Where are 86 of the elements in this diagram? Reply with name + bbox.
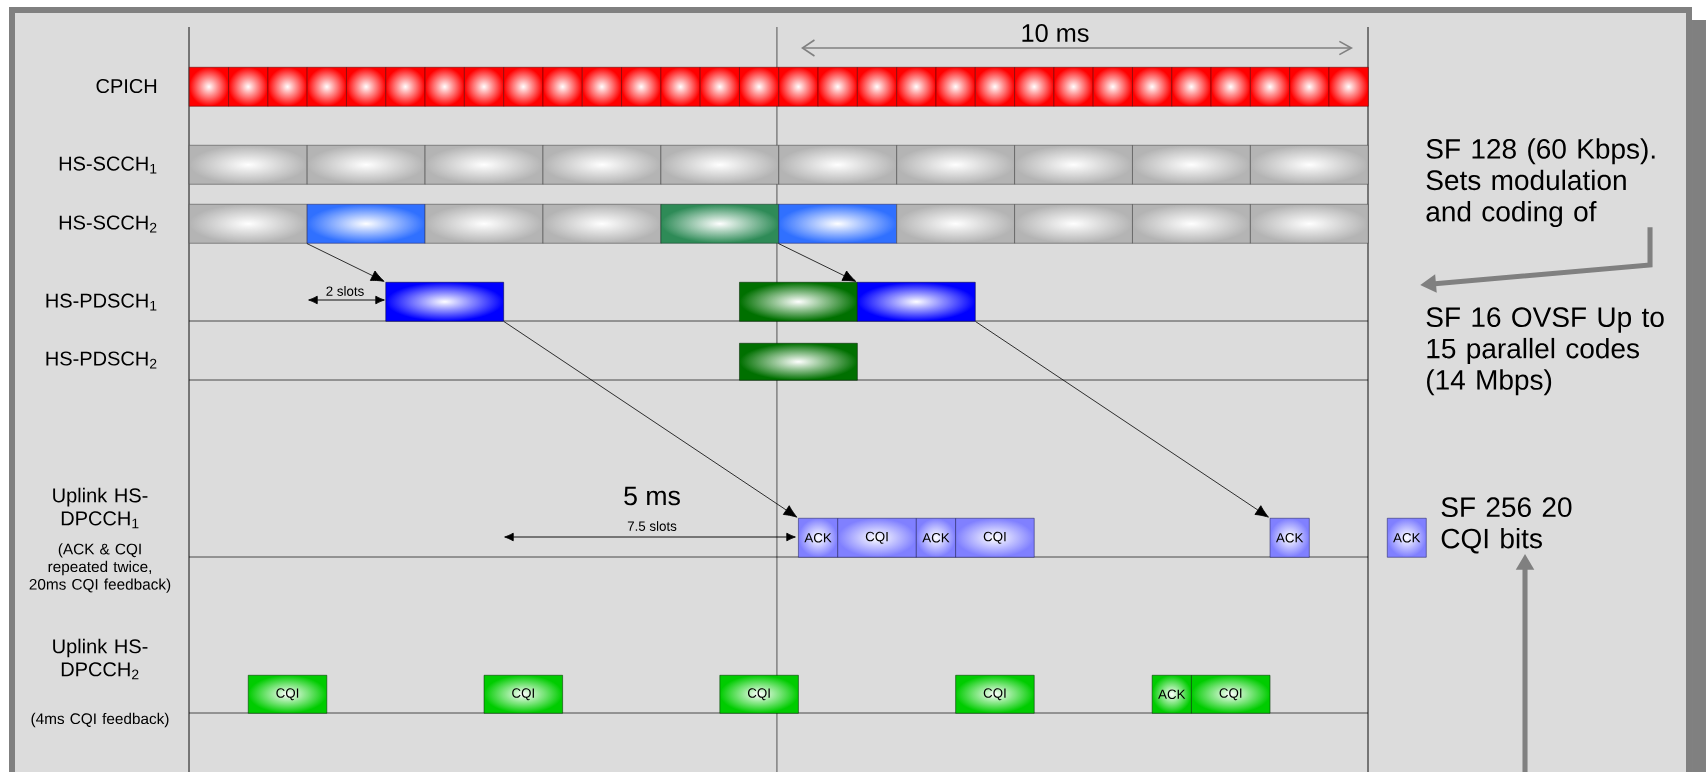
pilot-slot (817, 67, 858, 107)
annotation-text: SF 16 OVSF Up to 15 parallel codes (14 Mbps) (1426, 307, 1664, 396)
channel-label: HS-PDSCH$_{2}$ (46, 351, 157, 369)
control-subframe (660, 204, 780, 244)
pilot-slot (857, 67, 897, 107)
arrow (306, 243, 385, 282)
pilot-slot (346, 67, 387, 107)
feedback-box: ACK (798, 518, 838, 558)
annotation-text: SF 128 (60 Kbps). Sets modulation and coding of (1426, 138, 1655, 228)
pilot-slot (503, 67, 544, 107)
data-subframe (739, 343, 858, 381)
pilot-slot (896, 67, 937, 107)
pilot-slot (464, 67, 504, 107)
dimension-label: 7.5 slots (627, 521, 677, 531)
channel-note: (4ms CQI feedback) (31, 712, 169, 728)
control-subframe (189, 145, 308, 185)
control-subframe (1014, 204, 1133, 244)
feedback-box: CQI (719, 675, 799, 714)
pilot-slot (1289, 67, 1330, 107)
control-subframe (1132, 204, 1251, 244)
pilot-slot (267, 67, 308, 107)
pilot-slot (1210, 67, 1251, 107)
pilot-slot (975, 67, 1015, 107)
feedback-box: CQI (247, 675, 328, 714)
feedback-box: CQI (837, 518, 917, 558)
control-subframe (306, 204, 426, 244)
control-subframe (778, 145, 897, 185)
control-subframe (1250, 204, 1369, 244)
data-subframe (857, 282, 976, 322)
pilot-slot (739, 67, 780, 107)
pilot-slot (1328, 67, 1369, 107)
control-subframe (424, 204, 544, 244)
control-subframe (660, 145, 780, 185)
feedback-box: ACK (1151, 675, 1192, 714)
pilot-slot (1171, 67, 1212, 107)
pilot-slot (306, 67, 347, 107)
control-subframe (1014, 145, 1133, 185)
feedback-box: CQI (955, 518, 1035, 558)
pilot-slot (228, 67, 269, 107)
feedback-box: ACK (916, 518, 956, 558)
control-subframe (542, 145, 662, 185)
channel-label: Uplink HS-DPCCH$_{1}$ (53, 487, 148, 529)
channel-note: (ACK & CQI repeated twice, 20ms CQI feedback) (29, 543, 171, 593)
feedback-box: CQI (955, 675, 1035, 714)
control-subframe (1250, 145, 1369, 185)
channel-label: HS-PDSCH$_{1}$ (46, 293, 157, 311)
arrow (503, 321, 798, 518)
dimension-label: 10 ms (1022, 24, 1089, 42)
pilot-slot (1092, 67, 1133, 107)
control-subframe (424, 145, 544, 185)
pilot-slot (385, 67, 426, 107)
pilot-slot (189, 67, 229, 107)
pilot-slot (935, 67, 976, 107)
arrow (778, 243, 857, 282)
pilot-slot (1132, 67, 1173, 107)
pilot-slot (1053, 67, 1094, 107)
control-subframe (306, 145, 426, 185)
pilot-slot (621, 67, 662, 107)
data-subframe (739, 282, 858, 322)
control-subframe (542, 204, 662, 244)
pilot-slot (699, 67, 740, 107)
pilot-slot (778, 67, 819, 107)
pilot-slot (660, 67, 701, 107)
pilot-slot (542, 67, 583, 107)
feedback-box: ACK (1269, 518, 1310, 558)
channel-label: CPICH (96, 78, 157, 94)
control-subframe (896, 204, 1015, 244)
annotation-text: SF 256 20 CQI bits (1441, 497, 1572, 554)
dimension-label: 2 slots (326, 286, 364, 296)
feedback-box: CQI (1191, 675, 1271, 714)
data-subframe (385, 282, 504, 322)
pilot-slot (582, 67, 622, 107)
feedback-box: ACK (1387, 518, 1427, 558)
pilot-slot (1250, 67, 1290, 107)
pilot-slot (424, 67, 465, 107)
channel-label: HS-SCCH$_{2}$ (59, 215, 157, 233)
control-subframe (1132, 145, 1251, 185)
channel-label: HS-SCCH$_{1}$ (59, 156, 157, 174)
pilot-slot (1014, 67, 1055, 107)
dimension-label: 5 ms (624, 486, 680, 506)
control-subframe (189, 204, 308, 244)
control-subframe (896, 145, 1015, 185)
control-subframe (778, 204, 897, 244)
feedback-box: CQI (483, 675, 563, 714)
arrow (975, 321, 1269, 518)
channel-label: Uplink HS-DPCCH$_{2}$ (53, 638, 148, 680)
